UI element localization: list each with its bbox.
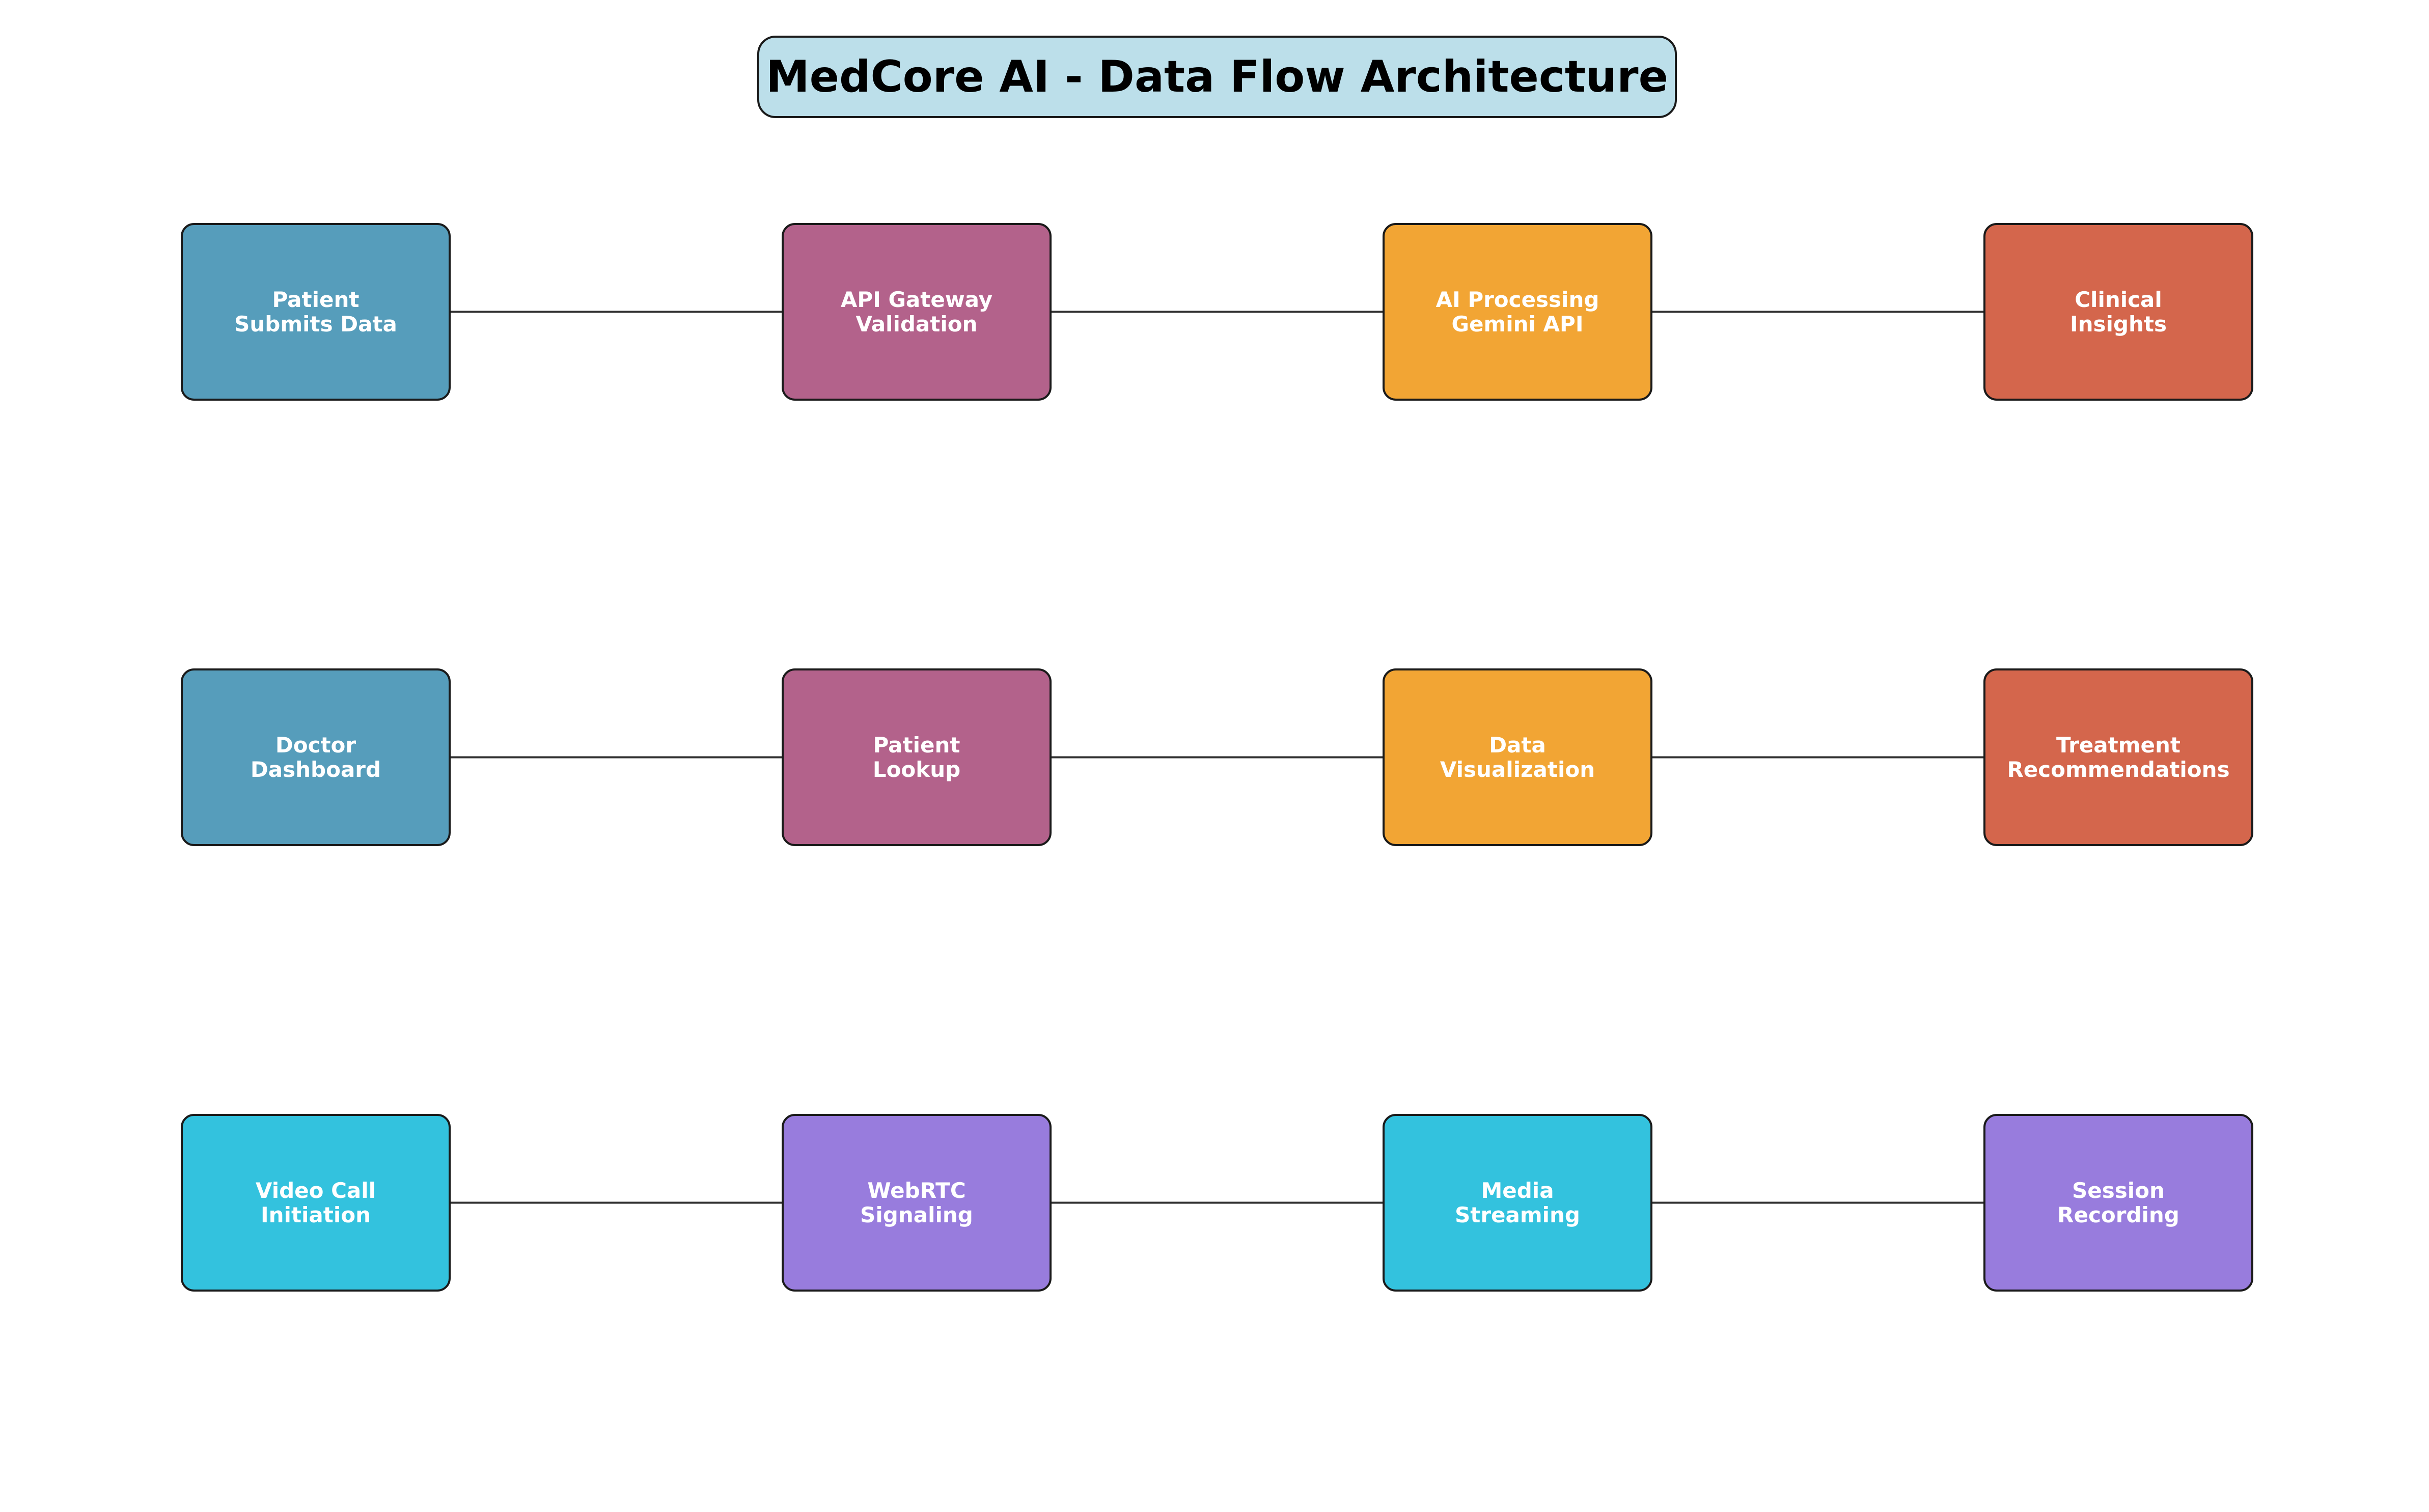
flow-node-label: Treatment Recommendations <box>2007 732 2230 782</box>
flow-node-label: Media Streaming <box>1455 1178 1580 1227</box>
flow-node-label: Patient Lookup <box>872 732 961 782</box>
diagram-title-box: MedCore AI - Data Flow Architecture <box>757 36 1677 118</box>
flow-node-label: Session Recording <box>2057 1178 2179 1227</box>
flow-node-media-streaming: Media Streaming <box>1383 1114 1652 1292</box>
flow-node-clinical-insights: Clinical Insights <box>1983 223 2253 401</box>
flow-node-label: Clinical Insights <box>2070 287 2167 337</box>
flow-node-label: Doctor Dashboard <box>250 732 381 782</box>
flow-node-patient-submits-data: Patient Submits Data <box>181 223 451 401</box>
flow-node-treatment-recommendations: Treatment Recommendations <box>1983 668 2253 846</box>
flow-node-label: Patient Submits Data <box>234 287 397 337</box>
flow-node-label: WebRTC Signaling <box>860 1178 973 1227</box>
flow-node-label: Data Visualization <box>1440 732 1595 782</box>
flow-node-video-call-initiation: Video Call Initiation <box>181 1114 451 1292</box>
flow-node-api-gateway-validation: API Gateway Validation <box>782 223 1052 401</box>
flow-node-patient-lookup: Patient Lookup <box>782 668 1052 846</box>
flow-node-session-recording: Session Recording <box>1983 1114 2253 1292</box>
flow-node-webrtc-signaling: WebRTC Signaling <box>782 1114 1052 1292</box>
flow-node-label: API Gateway Validation <box>840 287 993 337</box>
flow-node-doctor-dashboard: Doctor Dashboard <box>181 668 451 846</box>
flow-node-ai-processing-gemini-api: AI Processing Gemini API <box>1383 223 1652 401</box>
diagram-title: MedCore AI - Data Flow Architecture <box>766 51 1668 102</box>
flow-node-label: Video Call Initiation <box>255 1178 376 1227</box>
flow-node-data-visualization: Data Visualization <box>1383 668 1652 846</box>
flow-node-label: AI Processing Gemini API <box>1436 287 1599 337</box>
